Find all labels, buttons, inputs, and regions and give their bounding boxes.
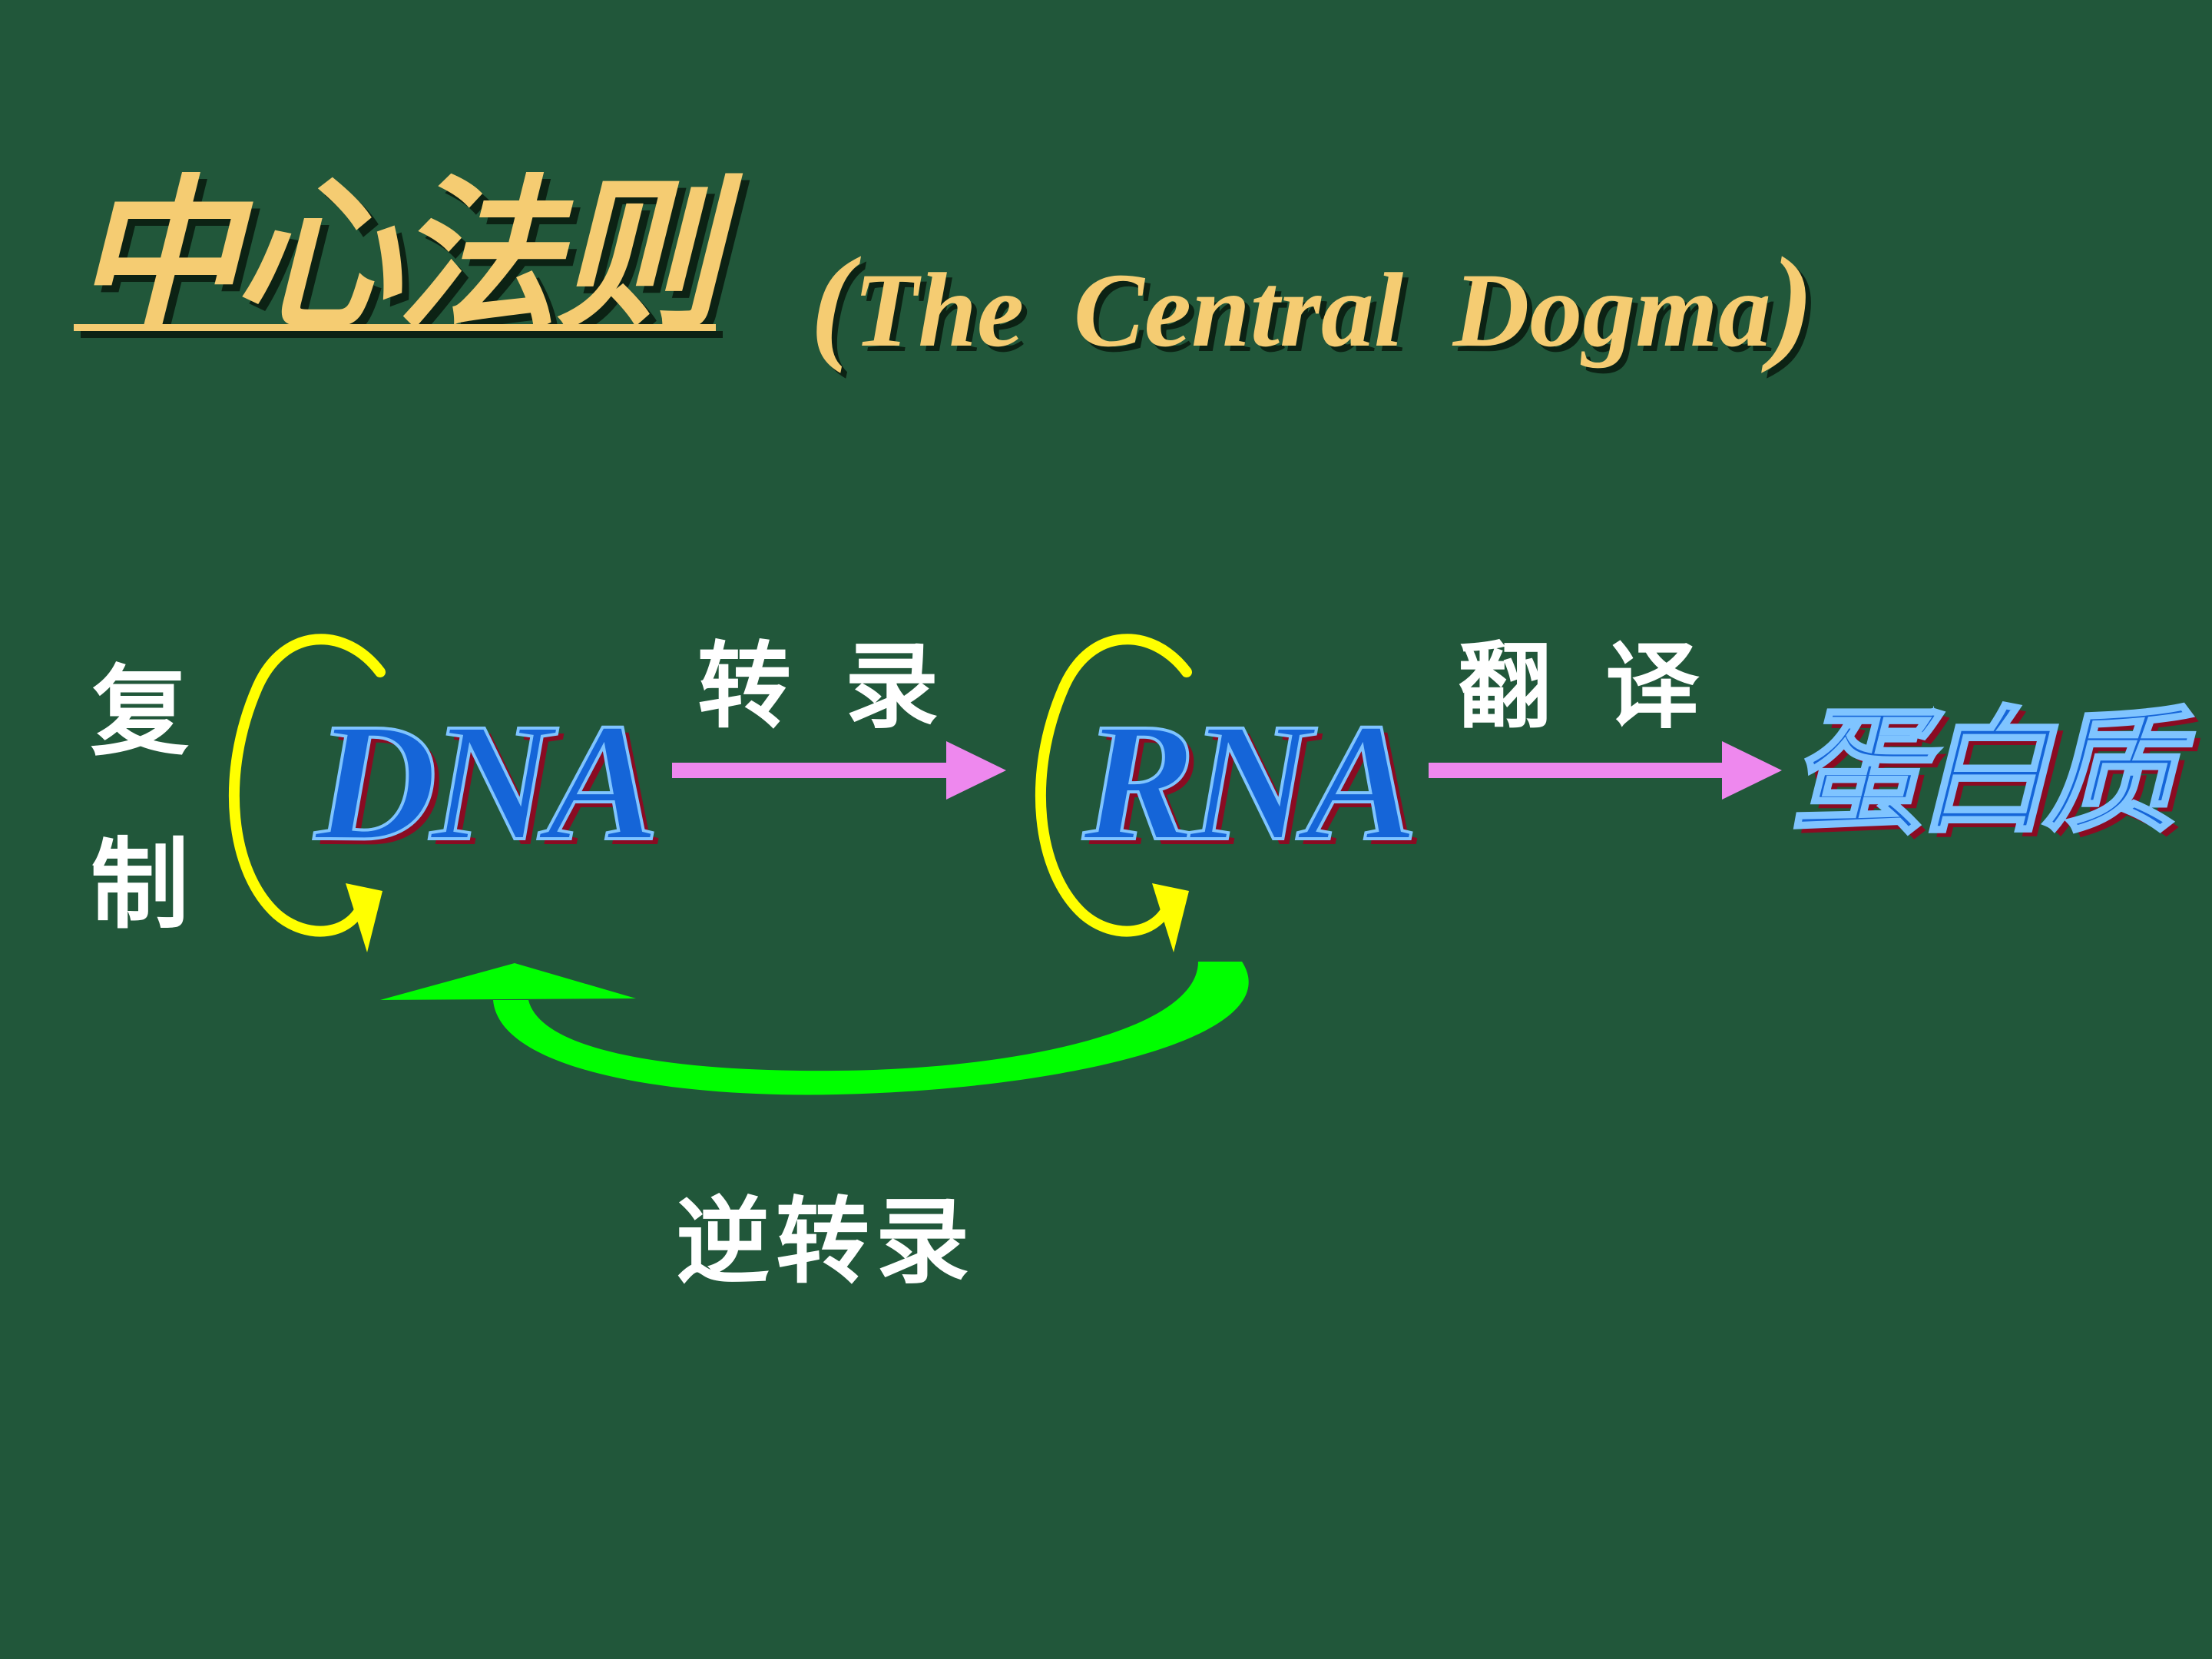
title-close-paren: ) <box>1770 231 1814 374</box>
translation-label: 翻译 <box>1458 631 1753 741</box>
title-open-paren: ( <box>810 231 853 374</box>
title-chinese: 中心法则 <box>74 158 720 353</box>
transcription-label: 转录 <box>697 631 992 741</box>
dna-node: DNA <box>313 688 661 876</box>
transcription-arrow <box>672 741 1006 800</box>
title-english: The Central Dogma <box>853 251 1771 369</box>
reverse-transcription-label: 逆转录 <box>676 1186 975 1296</box>
replication-label: 复制 <box>91 654 190 942</box>
rna-replication-arrow <box>1035 634 1192 952</box>
translation-arrow <box>1429 741 1782 800</box>
rna-node: RNA <box>1081 688 1419 876</box>
dna-replication-arrow <box>228 634 386 952</box>
title-english-group: (The Central Dogma) <box>810 238 1814 367</box>
reverse-transcription-arrow <box>380 962 1249 1095</box>
protein-node: 蛋白质 <box>1788 694 2179 851</box>
